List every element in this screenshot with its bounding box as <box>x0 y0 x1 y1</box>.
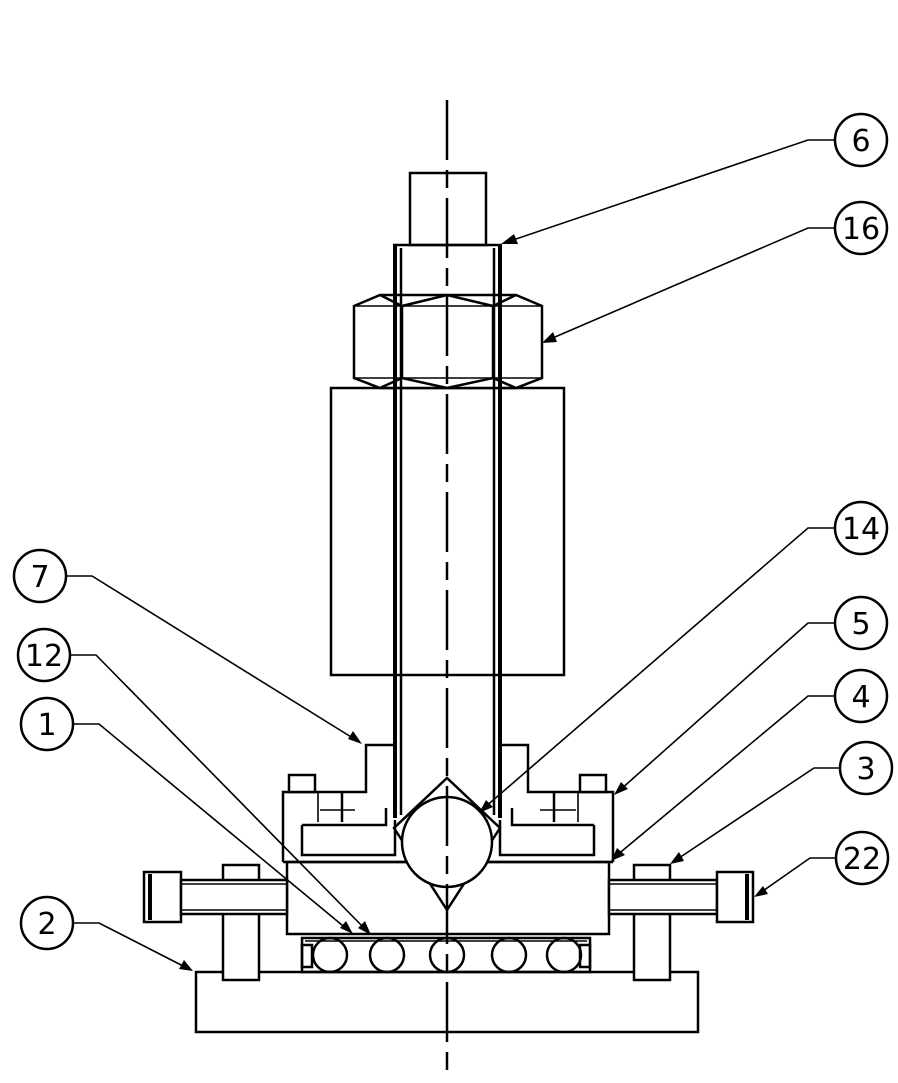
callout-3-label: 3 <box>856 752 875 787</box>
callout-3: 3 <box>838 740 894 796</box>
callout-6: 6 <box>833 112 889 168</box>
callout-1: 1 <box>19 696 75 752</box>
callout-4: 4 <box>833 668 889 724</box>
callout-5: 5 <box>833 595 889 651</box>
callout-2: 2 <box>19 895 75 951</box>
callout-14: 14 <box>833 500 889 556</box>
callout-7-label: 7 <box>30 560 49 595</box>
right-adjusting-screw <box>607 870 755 924</box>
leader-lines <box>66 139 840 971</box>
callout-1-label: 1 <box>37 708 56 743</box>
callout-16-label: 16 <box>842 212 880 247</box>
callout-22-label: 22 <box>843 842 881 877</box>
right-clamp-bolt <box>540 773 608 822</box>
callout-22: 22 <box>834 830 890 886</box>
callout-12-label: 12 <box>25 639 63 674</box>
callout-14-label: 14 <box>842 512 880 547</box>
callout-16: 16 <box>833 200 889 256</box>
left-adjusting-screw <box>142 870 289 924</box>
callout-12: 12 <box>16 627 72 683</box>
callout-5-label: 5 <box>851 607 870 642</box>
callout-6-label: 6 <box>851 124 870 159</box>
left-clamp-bolt <box>287 773 355 822</box>
callout-2-label: 2 <box>37 907 56 942</box>
callout-4-label: 4 <box>851 680 870 715</box>
callout-7: 7 <box>12 548 68 604</box>
